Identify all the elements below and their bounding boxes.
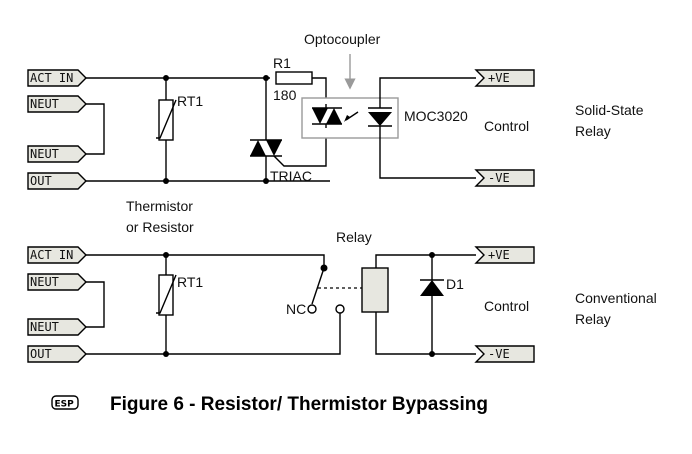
terminal-label: OUT — [30, 347, 52, 361]
opto-part-label: MOC3020 — [404, 108, 468, 124]
relay-contacts: Relay NC — [286, 229, 372, 317]
terminal-neg-top: -VE — [474, 169, 535, 187]
terminal-label: +VE — [488, 71, 510, 85]
terminal-label: -VE — [488, 171, 510, 185]
junction-dot — [163, 75, 169, 81]
triac-symbol: TRIAC — [250, 122, 327, 184]
optocoupler-label: Optocoupler — [304, 31, 381, 47]
control-label-top: Control — [484, 118, 529, 134]
relay-coil — [361, 252, 476, 357]
rt1-label: RT1 — [177, 274, 203, 290]
relay-type-line2: Relay — [575, 123, 611, 139]
triac-label: TRIAC — [270, 168, 312, 184]
terminal-neut-top-1: NEUT — [27, 95, 87, 113]
terminal-label: ACT IN — [30, 71, 73, 85]
esp-logo-text: ESP — [55, 400, 75, 410]
terminal-act-in-bottom: ACT IN — [27, 246, 87, 264]
junction-dot — [163, 252, 169, 258]
terminal-label: +VE — [488, 248, 510, 262]
terminal-pos-top: +VE — [474, 69, 535, 87]
out-wire — [86, 312, 341, 355]
terminal-label: NEUT — [30, 147, 59, 161]
terminal-act-in-top: ACT IN — [27, 69, 87, 87]
act-in-wire — [86, 254, 325, 268]
thermistor-caption-line2: or Resistor — [126, 219, 194, 235]
terminal-neut-bottom-1: NEUT — [27, 273, 87, 291]
relay-type-line1: Solid-State — [575, 102, 644, 118]
terminal-neut-top-2: NEUT — [27, 145, 87, 163]
thermistor-caption-line1: Thermistor — [126, 198, 193, 214]
r1-label: R1 — [273, 55, 291, 71]
junction-dot — [163, 351, 169, 357]
relay-label: Relay — [336, 229, 372, 245]
relay-type-line1: Conventional — [575, 290, 657, 306]
terminal-label: NEUT — [30, 97, 59, 111]
terminal-label: NEUT — [30, 275, 59, 289]
terminal-label: ACT IN — [30, 248, 73, 262]
terminal-neut-bottom-2: NEUT — [27, 318, 87, 336]
terminal-out-top: OUT — [27, 172, 87, 190]
neutral-link-wire — [86, 103, 105, 155]
rt1-label: RT1 — [177, 93, 203, 109]
optocoupler-moc3020: Optocoupler MOC3020 — [301, 31, 468, 139]
rt1-thermistor-top: RT1 — [156, 93, 203, 141]
esp-logo: ESP — [51, 395, 79, 410]
control-neg-wire — [379, 126, 476, 179]
r1-resistor: R1 180 — [273, 55, 327, 104]
junction-dot — [163, 178, 169, 184]
terminal-label: NEUT — [30, 320, 59, 334]
nc-label: NC — [286, 301, 306, 317]
relay-type-line2: Relay — [575, 311, 611, 327]
terminal-label: -VE — [488, 347, 510, 361]
ssr-circuit: ACT IN NEUT NEUT OUT RT1 — [27, 31, 644, 190]
d1-label: D1 — [446, 276, 464, 292]
diode-d1: D1 — [420, 255, 464, 354]
terminal-out-bottom: OUT — [27, 345, 87, 363]
r1-value: 180 — [273, 87, 297, 103]
conventional-relay-circuit: ACT IN NEUT NEUT OUT RT1 Relay — [27, 229, 657, 363]
figure-caption: Figure 6 - Resistor/ Thermistor Bypassin… — [110, 394, 488, 415]
terminal-neg-bottom: -VE — [474, 345, 535, 363]
terminal-label: OUT — [30, 174, 52, 188]
neutral-link-wire — [86, 281, 105, 328]
control-label-bottom: Control — [484, 298, 529, 314]
terminal-pos-bottom: +VE — [474, 246, 535, 264]
control-pos-wire — [379, 77, 476, 108]
rt1-thermistor-bottom: RT1 — [156, 274, 203, 316]
